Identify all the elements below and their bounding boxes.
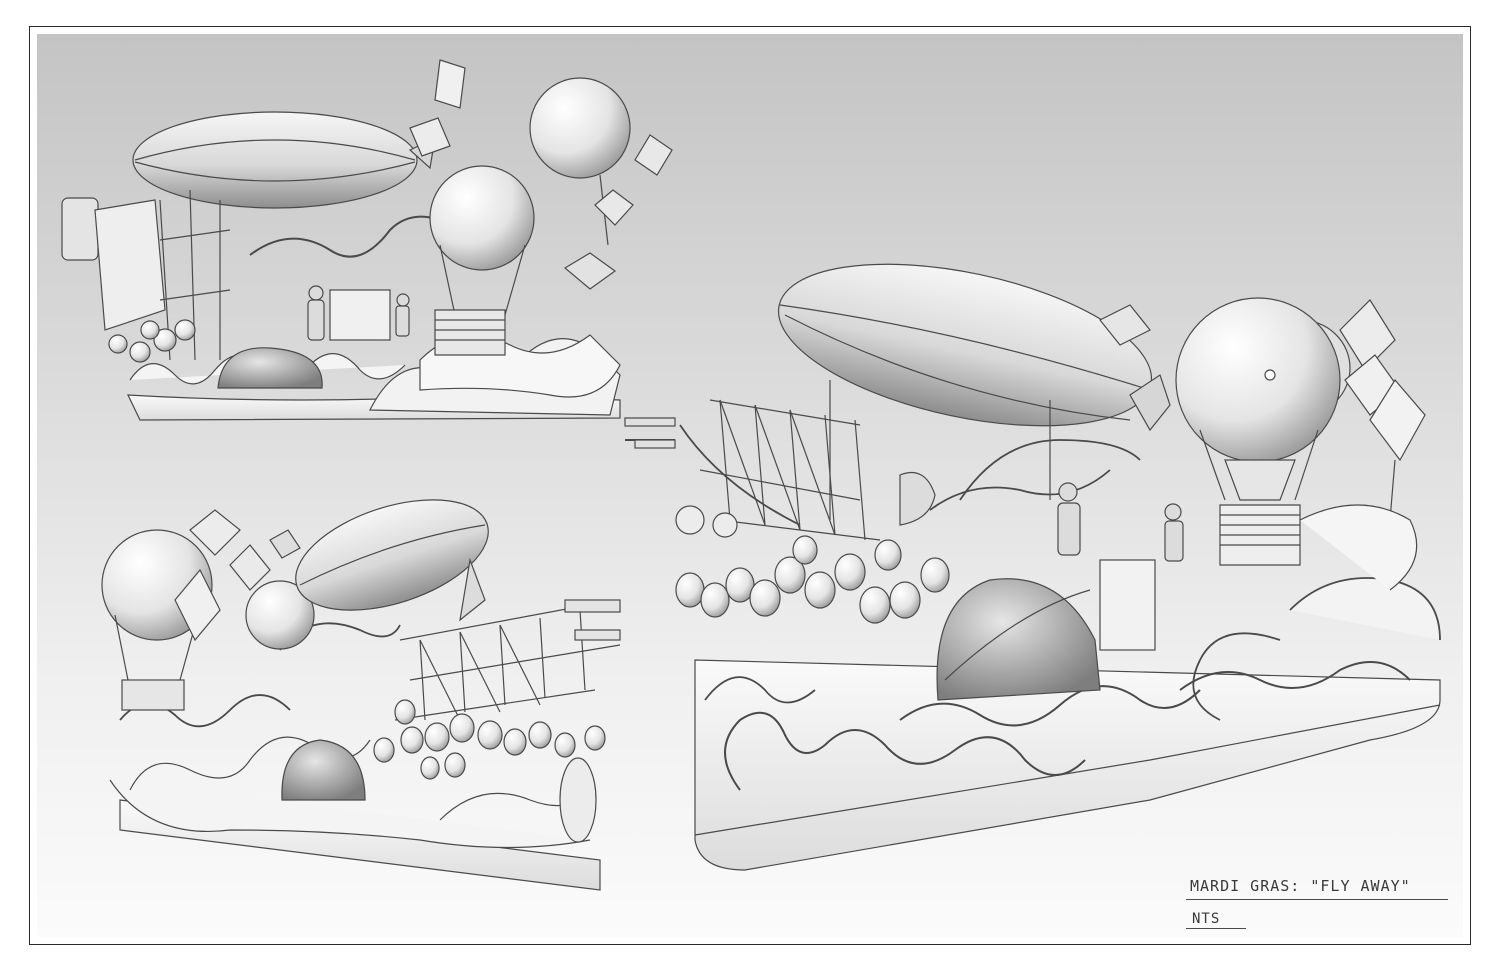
title-block-title: MARDI GRAS: "FLY AWAY" bbox=[1190, 877, 1411, 895]
float-view-bottom-left bbox=[101, 499, 621, 891]
float-view-right bbox=[624, 263, 1441, 871]
float-view-top-left bbox=[61, 59, 673, 421]
scale-underline bbox=[1186, 928, 1246, 929]
title-block-scale: NTS bbox=[1192, 911, 1221, 927]
title-underline bbox=[1186, 899, 1448, 900]
